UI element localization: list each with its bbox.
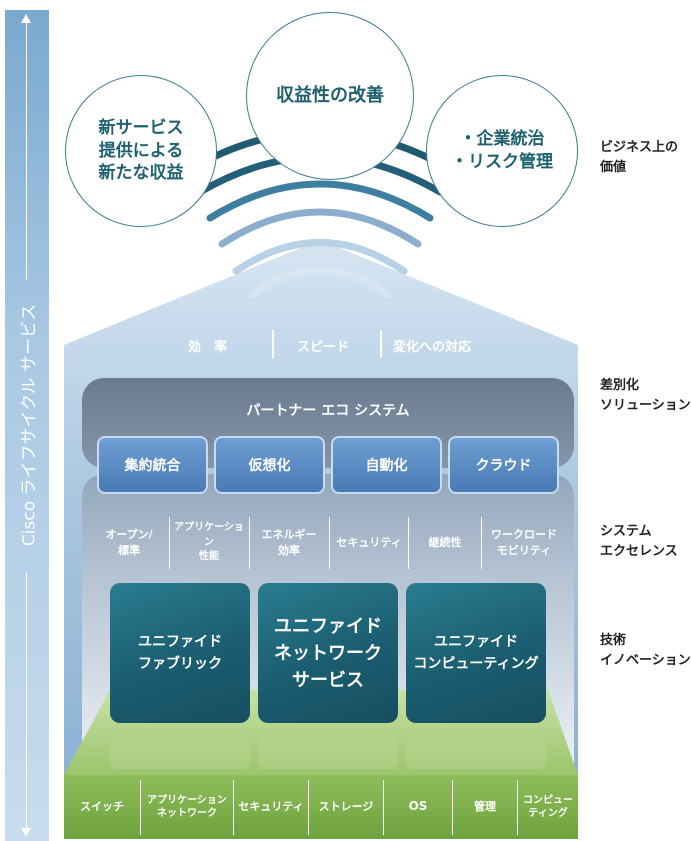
solution-consolidation: 集約統合 (97, 436, 208, 494)
divider (383, 780, 384, 835)
divider (169, 517, 170, 569)
foundation-computing: コンピュー ティング (523, 795, 573, 819)
solution-cloud: クラウド (448, 436, 559, 494)
lifecycle-bar (5, 10, 49, 841)
foundation-bar (64, 775, 578, 839)
value-speed: スピード (297, 340, 350, 355)
divider (233, 780, 234, 835)
divider (380, 330, 382, 358)
divider (452, 780, 453, 835)
foundation-switch: スイッチ (80, 799, 124, 813)
circle-profitability: 収益性の改善 (246, 12, 414, 180)
system-energy-efficiency: エネルギー 効率 (261, 528, 317, 557)
circle-new-revenue-label: 新サービス 提供による 新たな収益 (98, 117, 184, 184)
label-business-value: ビジネス上の 価値 (600, 140, 679, 175)
unified-fabric: ユニファイド ファブリック (110, 583, 250, 723)
reflection-center (258, 735, 398, 769)
value-efficiency: 効 率 (188, 340, 228, 355)
system-workload-mobility: ワークロード モビリティ (491, 528, 557, 557)
foundation-app-network: アプリケーション ネットワーク (147, 795, 227, 819)
solution-automation: 自動化 (331, 436, 442, 494)
divider (272, 330, 274, 358)
divider (329, 517, 330, 569)
lifecycle-arrow-up-line (26, 22, 27, 280)
divider (517, 780, 518, 835)
partner-ecosystem-title: パートナー エコ システム (246, 403, 410, 419)
divider (408, 517, 409, 569)
label-tech-innovation: 技術 イノベーション (600, 633, 691, 668)
foundation-storage: ストレージ (318, 799, 374, 813)
lifecycle-arrow-down-line (26, 572, 27, 830)
foundation-security: セキュリティ (238, 799, 304, 813)
divider (140, 780, 141, 835)
reflection-right (406, 735, 546, 769)
foundation-os: OS (408, 799, 428, 814)
solution-virtualization: 仮想化 (214, 436, 325, 494)
circle-governance-label: ・企業統治 ・リスク管理 (451, 129, 553, 172)
divider (249, 517, 250, 569)
reflection-left (110, 735, 250, 769)
system-security: セキュリティ (336, 536, 402, 550)
system-continuity: 継続性 (428, 536, 462, 550)
value-adaptability: 変化への対応 (393, 340, 472, 355)
unified-network-services: ユニファイド ネットワーク サービス (258, 583, 398, 723)
arrow-down-icon (21, 828, 31, 837)
circle-profitability-label: 収益性の改善 (276, 84, 384, 106)
foundation-management: 管理 (474, 799, 496, 813)
circle-governance: ・企業統治 ・リスク管理 (426, 75, 578, 227)
arrow-up-icon (21, 14, 31, 23)
circle-new-revenue: 新サービス 提供による 新たな収益 (65, 75, 217, 227)
label-system-excellence: システム エクセレンス (600, 524, 678, 559)
unified-computing: ユニファイド コンピューティング (406, 583, 546, 723)
system-open-standard: オープン/ 標準 (105, 528, 153, 557)
system-app-performance: アプリケーション 性能 (174, 522, 244, 563)
divider (481, 517, 482, 569)
divider (308, 780, 309, 835)
label-differentiated: 差別化 ソリューション (600, 378, 691, 413)
